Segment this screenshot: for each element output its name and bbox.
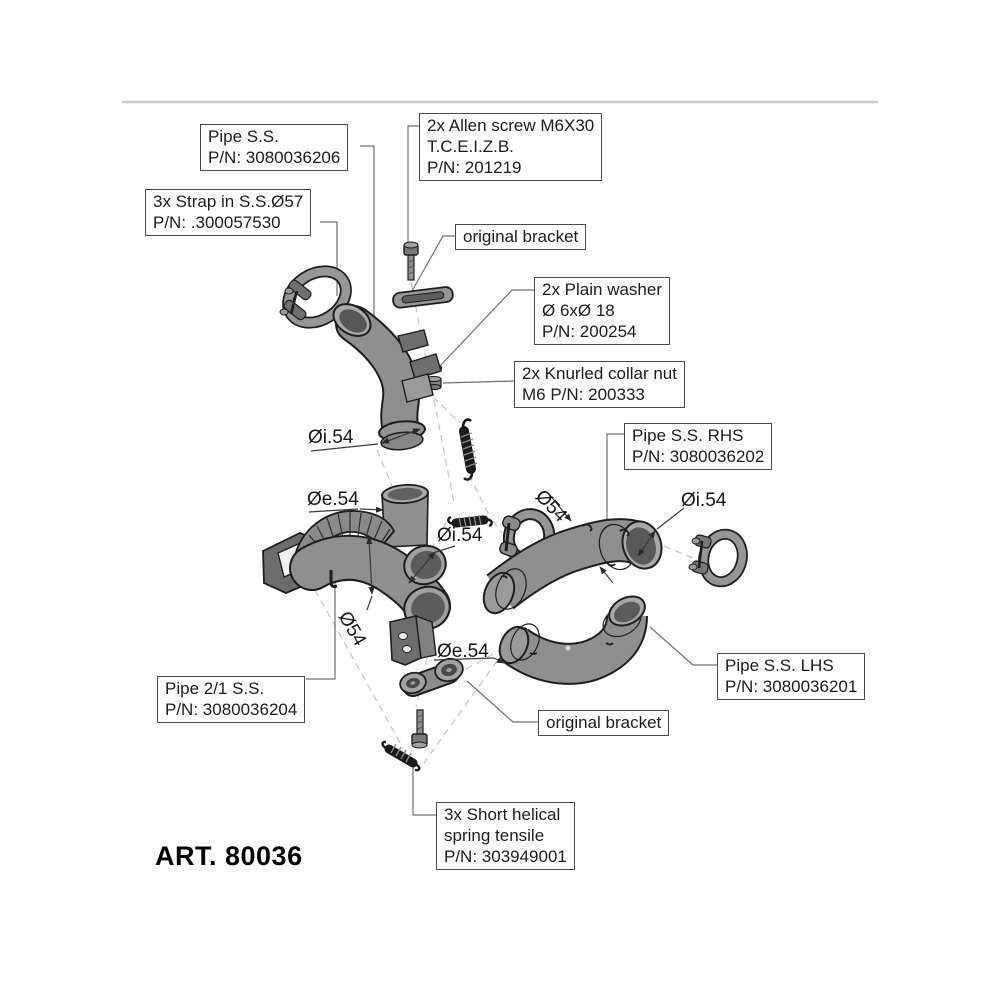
label-pipe-ss: Pipe S.S. P/N: 3080036206	[200, 124, 349, 171]
label-line: 2x Plain washer	[542, 280, 663, 299]
label-line: P/N: 3080036201	[725, 677, 858, 696]
label-line: M6 P/N: 200333	[522, 385, 645, 404]
label-leader-lines	[306, 125, 717, 816]
label-line: original bracket	[463, 227, 579, 246]
label-pipe-21: Pipe 2/1 S.S. P/N: 3080036204	[157, 676, 306, 723]
label-line: 3x Strap in S.S.Ø57	[153, 192, 304, 211]
label-line: P/N: 3080036202	[632, 447, 765, 466]
label-plain-washer: 2x Plain washer Ø 6xØ 18 P/N: 200254	[534, 277, 671, 345]
label-line: P/N: 3080036206	[208, 148, 341, 167]
label-strap: 3x Strap in S.S.Ø57 P/N: .300057530	[145, 189, 312, 236]
label-line: P/N: 200254	[542, 322, 637, 341]
label-original-bracket-bottom: original bracket	[538, 710, 670, 736]
tension-spring-middle-drawing	[447, 514, 493, 528]
label-line: T.C.E.I.Z.B.	[427, 137, 514, 156]
label-pipe-lhs: Pipe S.S. LHS P/N: 3080036201	[717, 653, 866, 700]
strap-right-drawing	[688, 528, 748, 588]
lhs-pipe-drawing	[498, 595, 648, 685]
label-line: P/N: 201219	[427, 158, 522, 177]
article-number: ART. 80036	[155, 841, 303, 871]
label-line: P/N: 3080036204	[165, 700, 298, 719]
tension-spring-top-drawing	[459, 418, 478, 481]
top-pipe-drawing	[332, 303, 442, 451]
label-line: spring tensile	[444, 826, 545, 845]
label-line: 2x Knurled collar nut	[522, 364, 677, 383]
label-line: P/N: .300057530	[153, 213, 281, 232]
label-pipe-rhs: Pipe S.S. RHS P/N: 3080036202	[624, 423, 773, 470]
label-line: P/N: 303949001	[444, 847, 567, 866]
label-allen-screw: 2x Allen screw M6X30 T.C.E.I.Z.B. P/N: 2…	[419, 113, 603, 181]
dim-rhs-inner: Øi.54	[681, 490, 727, 511]
label-line: Pipe S.S.	[208, 127, 279, 146]
label-line: Pipe S.S. LHS	[725, 656, 834, 675]
dim-lhs-outer: Øe.54	[437, 641, 489, 662]
label-helical-spring: 3x Short helical spring tensile P/N: 303…	[436, 802, 575, 870]
label-line: 2x Allen screw M6X30	[427, 116, 595, 135]
dim-top-pipe-inner: Øi.54	[308, 427, 354, 448]
label-original-bracket-top: original bracket	[455, 224, 587, 250]
dim-stub-outer: Øe.54	[307, 489, 359, 510]
original-bracket-top-drawing	[392, 286, 454, 309]
allen-screw-top-drawing	[403, 241, 419, 281]
label-line: Ø 6xØ 18	[542, 301, 615, 320]
stub-pipe-drawing	[381, 483, 429, 548]
dimension-lines	[308, 428, 685, 664]
original-bracket-bottom-drawing	[399, 657, 464, 697]
label-line: 3x Short helical	[444, 805, 561, 824]
dim-outlet-inner: Øi.54	[437, 525, 483, 546]
label-line: Pipe S.S. RHS	[632, 426, 744, 445]
label-knurled-nut: 2x Knurled collar nut M6 P/N: 200333	[514, 361, 685, 408]
allen-screw-bottom-drawing	[411, 709, 428, 749]
tension-spring-bottom-drawing	[381, 740, 421, 772]
label-line: original bracket	[546, 713, 662, 732]
label-line: Pipe 2/1 S.S.	[165, 679, 265, 698]
assembly-dashed-lines	[314, 281, 694, 764]
strap-clamp-drawing	[279, 265, 352, 329]
